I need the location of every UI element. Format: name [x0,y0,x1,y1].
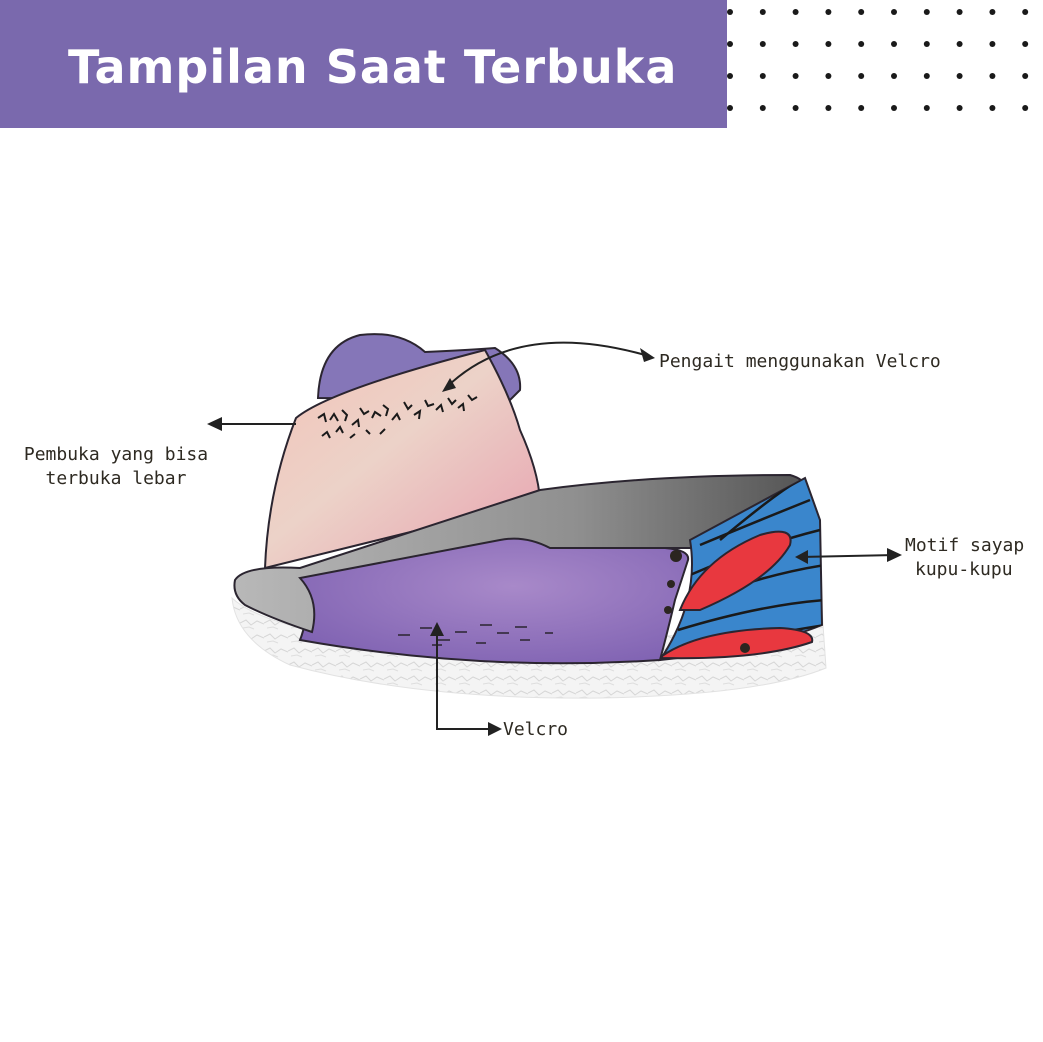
pattern-dot [1022,73,1029,79]
pattern-dot [792,9,799,15]
pattern-dot [891,73,897,79]
pattern-dot [825,41,832,47]
pattern-dot [989,73,996,79]
pattern-dot [825,9,832,15]
wing-red-lower [661,626,814,660]
pattern-dot [923,105,930,111]
pattern-dot [989,105,996,111]
pattern-dot [923,9,930,15]
callout-motif-line1: Motif sayap [905,535,1025,556]
callout-motif-label: Motif sayap kupu-kupu [905,534,1024,582]
pattern-dot [727,105,733,111]
arrow-heads [207,348,902,736]
pattern-dot [956,41,963,47]
pattern-dot [825,105,832,111]
pattern-dot [923,41,930,47]
pattern-dot [792,73,799,79]
arrow-closure [449,341,646,385]
eyelet-dots [664,550,750,653]
pattern-dot [923,73,930,79]
pattern-dot [759,73,766,79]
velcro-hook-strip [317,394,478,439]
callout-opening-line2: terbuka lebar [45,468,187,489]
arrow-motif [799,554,896,558]
callout-motif-line2: kupu-kupu [915,559,1013,580]
pattern-dot [858,105,865,111]
pattern-dot [727,73,733,79]
pattern-dot [727,9,733,15]
pattern-dot [989,41,996,47]
pattern-dot [891,105,897,111]
pattern-dot [956,105,963,111]
pattern-dot [858,9,865,15]
pattern-dot [956,73,963,79]
callout-arrows [212,341,896,730]
pattern-dot [989,9,996,15]
pattern-dot [1022,41,1029,47]
header-band: Tampilan Saat Terbuka [0,0,727,128]
pattern-dot [891,41,897,47]
wing-red-upper [678,530,792,611]
pattern-dot [1022,105,1029,111]
pattern-dot [759,9,766,15]
pattern-dot [858,73,865,79]
dot-pattern [727,9,1029,111]
pattern-dot [727,41,733,47]
pattern-dot [792,41,799,47]
pattern-dot [759,105,766,111]
pattern-dot [792,105,799,111]
pattern-dot [825,73,832,79]
callout-velcro-label: Velcro [503,719,569,740]
pattern-dot [1022,9,1029,15]
pattern-dot [956,9,963,15]
pattern-dot [891,9,897,15]
arrow-velcro [436,630,492,730]
callout-opening-line1: Pembuka yang bisa [23,444,209,465]
callout-opening-label: Pembuka yang bisa terbuka lebar [8,443,224,491]
callout-closure-label: Pengait menggunakan Velcro [659,351,941,372]
page-title: Tampilan Saat Terbuka [68,40,678,94]
pattern-dot [858,41,865,47]
pattern-dot [759,41,766,47]
